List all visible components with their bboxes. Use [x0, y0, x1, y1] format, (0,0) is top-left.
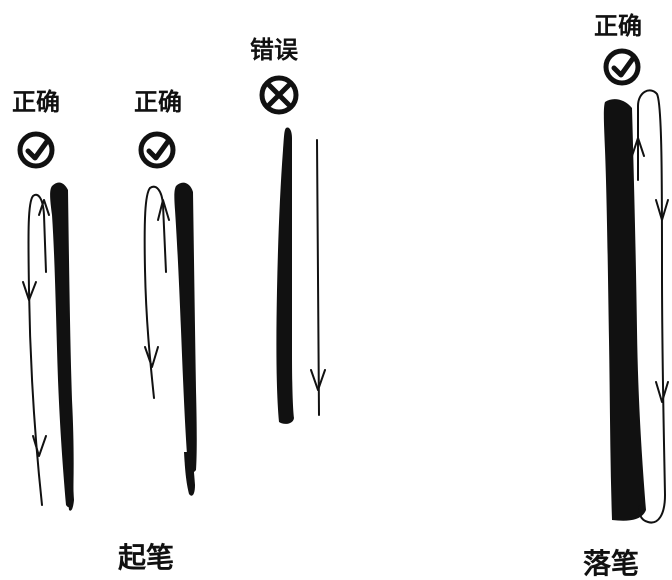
example-4-label: 正确	[594, 12, 642, 40]
example-2-stroke-path-arrow	[143, 185, 170, 399]
example-2-check-circle-icon	[138, 131, 176, 169]
caption-end-stroke: 落笔	[583, 547, 640, 580]
example-2-label: 正确	[134, 88, 182, 116]
example-1-brush-tail	[64, 440, 74, 511]
example-3-x-circle-icon	[259, 75, 299, 115]
example-1-label: 正确	[12, 88, 60, 116]
example-2-brush-stroke	[174, 182, 197, 473]
example-4-check-circle-icon	[603, 48, 641, 86]
example-3-brush-stroke	[276, 127, 294, 424]
example-1-check-circle-icon	[17, 131, 55, 169]
example-1-brush-stroke	[50, 182, 74, 508]
example-2-brush-tail	[184, 452, 195, 496]
example-3-label: 错误	[250, 36, 298, 64]
caption-start-stroke: 起笔	[118, 541, 175, 574]
example-1-stroke-path-arrow	[22, 193, 50, 506]
example-4-brush-stroke	[603, 99, 646, 521]
example-3-stroke-path-arrow	[310, 139, 326, 416]
example-4-stroke-path-arrow	[631, 89, 669, 524]
